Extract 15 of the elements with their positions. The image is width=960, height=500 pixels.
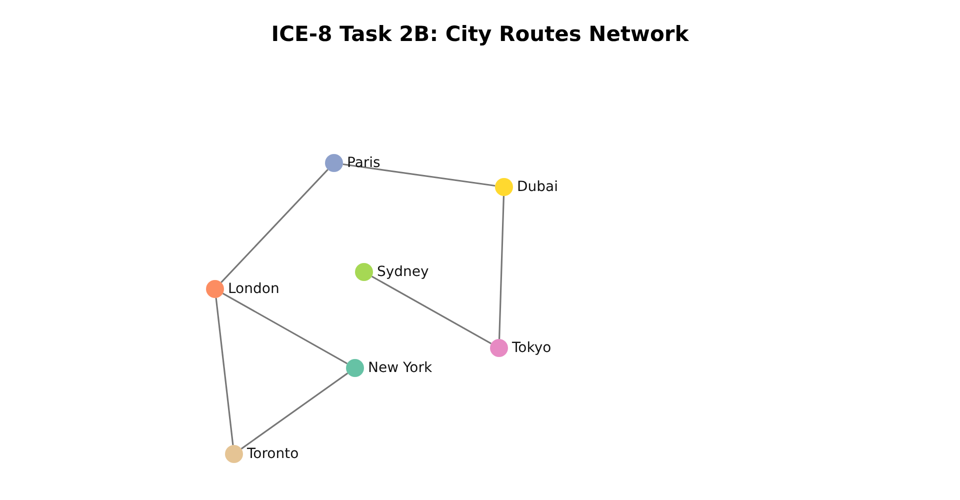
chart-title: ICE-8 Task 2B: City Routes Network <box>271 22 689 46</box>
city-label: London <box>228 280 280 298</box>
route-line <box>498 196 505 340</box>
city-label: Paris <box>347 154 380 172</box>
city-label: Tokyo <box>512 339 552 357</box>
city-label: Sydney <box>377 263 429 281</box>
route-line <box>240 372 348 450</box>
city-label: Toronto <box>247 445 299 463</box>
city-label: Dubai <box>517 178 558 196</box>
route-line <box>222 292 348 364</box>
route-line <box>215 298 234 446</box>
route-line <box>371 276 492 344</box>
city-label: New York <box>368 359 432 377</box>
route-line <box>342 163 496 187</box>
route-line <box>220 169 328 283</box>
